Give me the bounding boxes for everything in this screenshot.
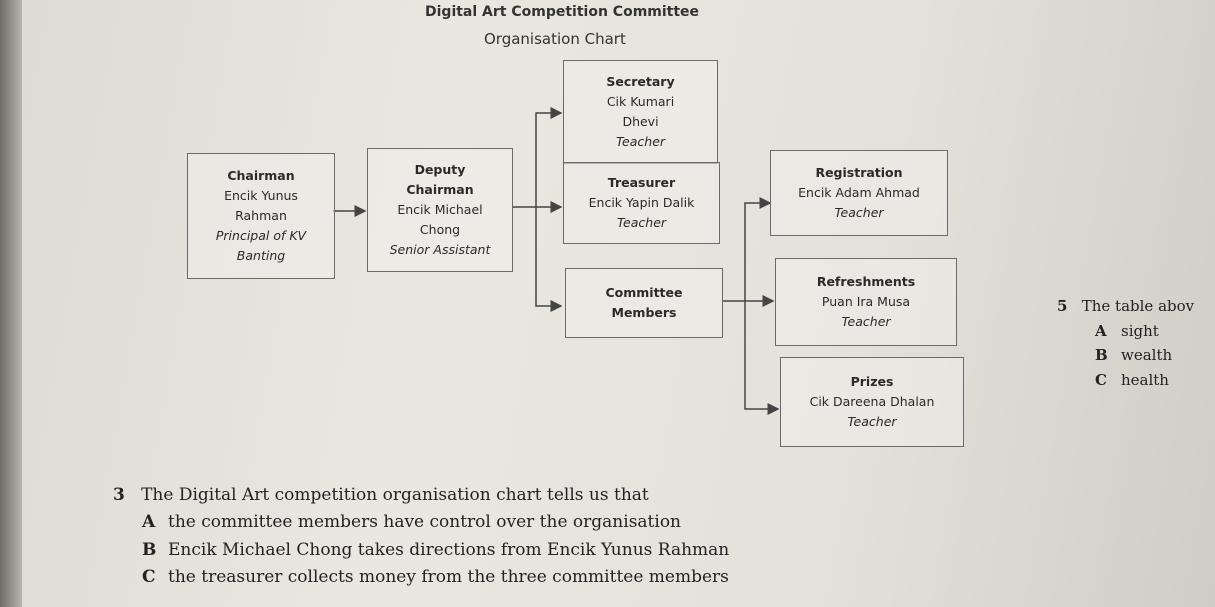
chart-title: Organisation Chart	[484, 30, 626, 48]
option-letter: B	[1095, 346, 1108, 364]
page-spine-shadow	[0, 0, 22, 607]
option-letter: A	[142, 512, 156, 532]
connector-to-committee	[535, 207, 563, 312]
chairman-name-line1: Encik Yunus	[224, 188, 298, 203]
prizes-role: Prizes	[850, 374, 894, 389]
question-3-stem: 3 The Digital Art competition organisati…	[113, 485, 649, 505]
committee-line2: Members	[611, 305, 677, 320]
deputy-title: Senior Assistant	[389, 242, 491, 257]
connector-to-registration	[744, 197, 772, 301]
question-3-option-b[interactable]: B Encik Michael Chong takes directions fr…	[142, 540, 729, 560]
option-text: wealth	[1121, 346, 1173, 364]
refreshments-role: Refreshments	[816, 274, 916, 289]
option-text: health	[1121, 371, 1169, 389]
deputy-name-line1: Encik Michael	[397, 202, 483, 217]
page-heading: Digital Art Competition Committee	[425, 4, 700, 20]
question-5-stem: 5 The table abov	[1057, 297, 1194, 315]
secretary-role: Secretary	[606, 74, 675, 89]
registration-title: Teacher	[834, 205, 884, 220]
refreshments-name: Puan Ira Musa	[821, 294, 911, 309]
secretary-title: Teacher	[615, 134, 666, 149]
question-3-text: The Digital Art competition organisation…	[141, 485, 649, 505]
connector-to-prizes	[744, 301, 780, 415]
registration-role: Registration	[815, 165, 903, 180]
option-letter: B	[142, 540, 157, 560]
chairman-box: Chairman Encik Yunus Rahman Principal of…	[187, 153, 335, 279]
refreshments-title: Teacher	[841, 314, 891, 329]
registration-name: Encik Adam Ahmad	[798, 185, 920, 200]
secretary-name-line1: Cik Kumari	[606, 94, 675, 109]
secretary-box: Secretary Cik Kumari Dhevi Teacher	[563, 60, 718, 164]
option-text: the treasurer collects money from the th…	[168, 567, 729, 587]
prizes-name: Cik Dareena Dhalan	[809, 394, 935, 409]
chairman-role: Chairman	[227, 168, 295, 183]
question-5-text: The table abov	[1081, 297, 1195, 315]
treasurer-box: Treasurer Encik Yapin Dalik Teacher	[563, 162, 720, 244]
prizes-box: Prizes Cik Dareena Dhalan Teacher	[780, 357, 964, 447]
secretary-name-line2: Dhevi	[622, 114, 659, 129]
chairman-place: Banting	[236, 248, 286, 263]
option-text: sight	[1121, 322, 1159, 340]
deputy-chairman-box: Deputy Chairman Encik Michael Chong Seni…	[367, 148, 513, 272]
refreshments-box: Refreshments Puan Ira Musa Teacher	[775, 258, 957, 346]
option-letter: A	[1095, 322, 1107, 340]
committee-line1: Committee	[605, 285, 683, 300]
prizes-title: Teacher	[847, 414, 897, 429]
deputy-name-line2: Chong	[419, 222, 461, 237]
option-letter: C	[142, 567, 156, 587]
deputy-role-line1: Deputy	[414, 162, 466, 177]
question-3-number: 3	[113, 485, 125, 505]
option-letter: C	[1095, 371, 1107, 389]
connector-to-secretary	[535, 107, 563, 207]
treasurer-title: Teacher	[616, 215, 667, 230]
treasurer-role: Treasurer	[607, 175, 676, 190]
treasurer-name: Encik Yapin Dalik	[588, 195, 695, 210]
chairman-name-line2: Rahman	[235, 208, 287, 223]
option-text: the committee members have control over …	[168, 512, 682, 532]
chairman-title: Principal of KV	[215, 228, 307, 243]
option-text: Encik Michael Chong takes directions fro…	[168, 540, 730, 560]
committee-members-box: Committee Members	[565, 268, 723, 338]
registration-box: Registration Encik Adam Ahmad Teacher	[770, 150, 948, 236]
deputy-role-line2: Chairman	[406, 182, 474, 197]
question-5-number: 5	[1057, 297, 1068, 315]
